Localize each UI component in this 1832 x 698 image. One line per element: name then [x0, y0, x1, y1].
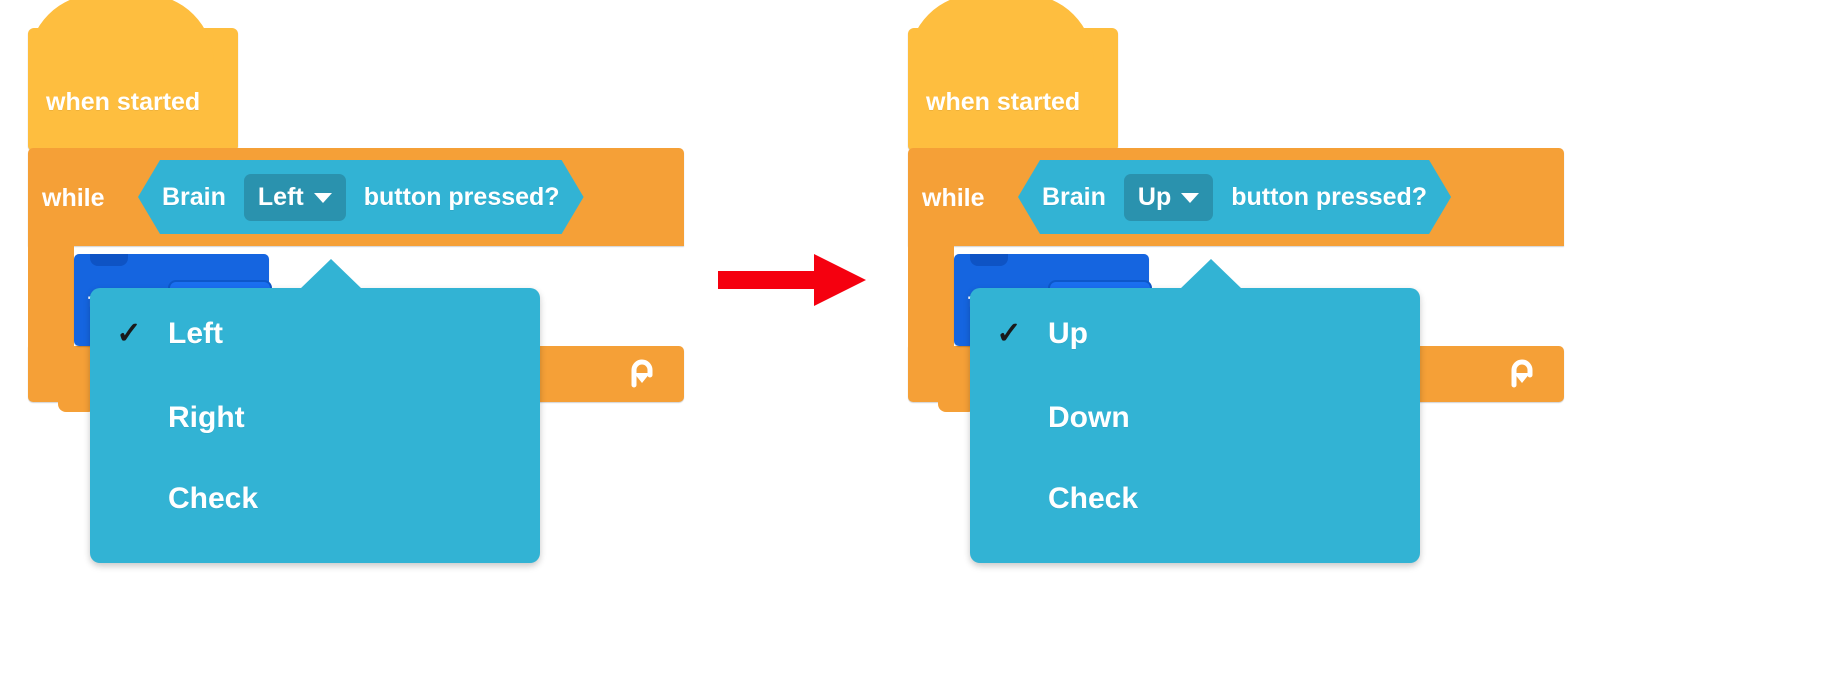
when-started-block[interactable]: when started [28, 0, 238, 150]
dropdown-selected-value: Left [257, 182, 304, 211]
turn-block-notch [970, 254, 1008, 266]
menu-item-1-label: Right [168, 401, 245, 434]
turn-block-notch [90, 254, 128, 266]
menu-item-0-checkmark-icon: ✓ [116, 317, 142, 350]
while-loop-spine [908, 244, 954, 350]
menu-item-2-label: Check [168, 482, 259, 515]
menu-caret-icon [300, 259, 362, 289]
menu-item-0[interactable]: ✓ Left [90, 304, 540, 364]
reporter-prefix-label: Brain [162, 182, 226, 211]
brain-button-pressed-reporter[interactable]: Brain Left button pressed? [138, 160, 584, 234]
hat-dome-shape [908, 0, 1094, 64]
when-started-label: when started [926, 88, 1081, 116]
menu-item-1[interactable]: Right [90, 388, 540, 448]
loop-arrow-icon [624, 356, 658, 390]
menu-item-0-checkmark-icon: ✓ [996, 317, 1022, 350]
while-loop-spine [28, 244, 74, 350]
chevron-down-icon [314, 193, 332, 203]
direction-dropdown-menu[interactable]: ✓ Left Right Check [90, 259, 540, 563]
block-diagram-before: when started while Brain Left [10, 0, 710, 698]
hat-dome-shape [28, 0, 214, 64]
reporter-suffix-label: button pressed? [363, 182, 560, 211]
menu-item-0-label: Up [1048, 317, 1088, 350]
dropdown-selected-value: Up [1137, 182, 1172, 211]
direction-dropdown-menu[interactable]: ✓ Up Down Check [970, 259, 1420, 563]
menu-item-0[interactable]: ✓ Up [970, 304, 1420, 364]
while-loop-bottom-notch [938, 400, 976, 412]
block-diagram-after: when started while Brain Up but [890, 0, 1590, 698]
menu-item-1[interactable]: Down [970, 388, 1420, 448]
button-dropdown-chip[interactable]: Left [244, 174, 346, 221]
menu-item-2[interactable]: Check [90, 469, 540, 529]
menu-item-2[interactable]: Check [970, 469, 1420, 529]
while-keyword-label: while [922, 184, 985, 212]
chevron-down-icon [1181, 193, 1199, 203]
when-started-label: when started [46, 88, 201, 116]
while-loop-bottom-notch [58, 400, 96, 412]
button-dropdown-chip[interactable]: Up [1124, 174, 1213, 221]
brain-button-pressed-reporter[interactable]: Brain Up button pressed? [1018, 160, 1451, 234]
menu-item-1-label: Down [1048, 401, 1130, 434]
menu-item-2-label: Check [1048, 482, 1139, 515]
hat-block-notch [938, 148, 976, 160]
while-keyword-label: while [42, 184, 105, 212]
menu-caret-icon [1180, 259, 1242, 289]
hat-block-notch [58, 148, 96, 160]
when-started-block[interactable]: when started [908, 0, 1118, 150]
loop-arrow-icon [1504, 356, 1538, 390]
reporter-suffix-label: button pressed? [1231, 182, 1428, 211]
menu-item-0-label: Left [168, 317, 223, 350]
right-arrow-icon [718, 250, 868, 310]
reporter-prefix-label: Brain [1042, 182, 1106, 211]
